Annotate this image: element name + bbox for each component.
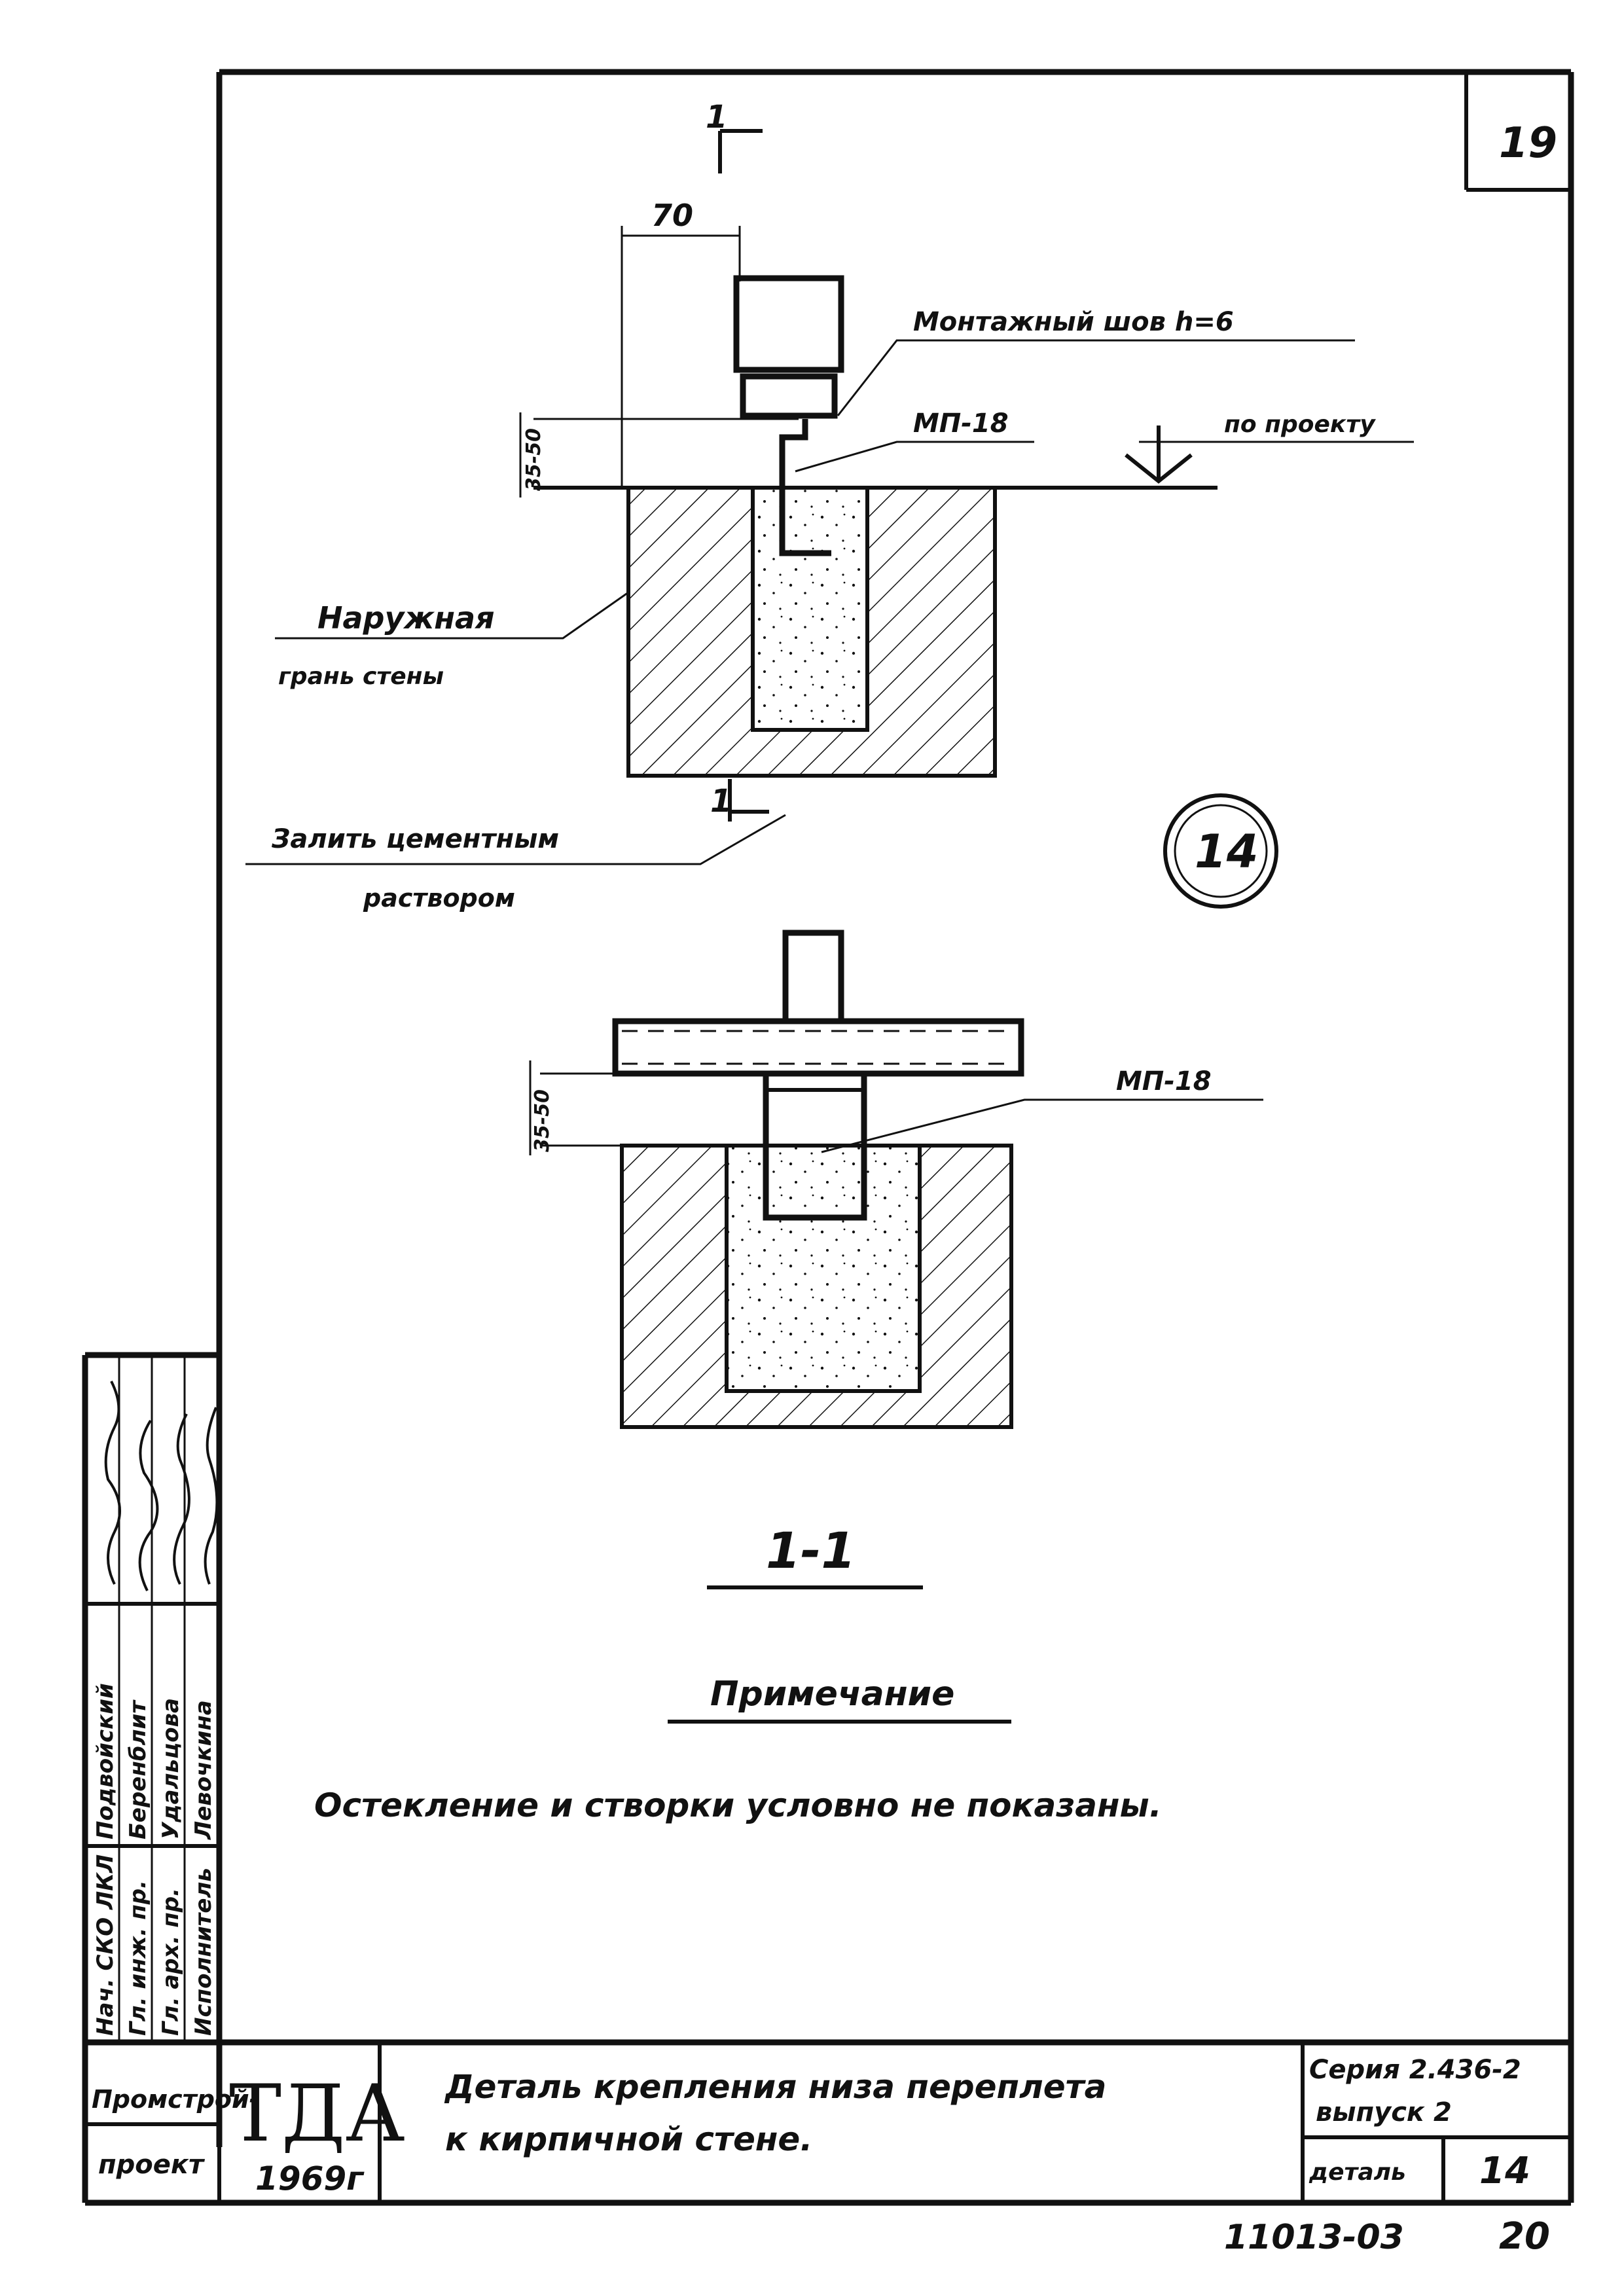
detail-value: 14: [1479, 2150, 1530, 2192]
issue: выпуск 2: [1316, 2097, 1452, 2127]
fill-line2: раствором: [363, 884, 515, 913]
dim-height-upper: 35-50: [522, 428, 545, 491]
dim-height-section: 35-50: [531, 1089, 554, 1152]
title-line2: к кирпичной стене.: [445, 2120, 812, 2158]
anchor-leader-upper: [795, 441, 1034, 473]
handwritten-signatures: [104, 1381, 219, 1591]
note-text: Остекление и створки условно не показаны…: [314, 1786, 1162, 1824]
section-title: 1-1: [766, 1521, 856, 1580]
frame-base-upper: [740, 373, 838, 419]
detail-label: деталь: [1308, 2159, 1406, 2186]
outer-face-line1: Наружная: [317, 600, 495, 636]
sheet-number: 19: [1499, 119, 1557, 168]
signature-name-3: Левочкина: [190, 1700, 217, 1840]
outer-face-leader: [275, 591, 629, 640]
outer-face-line2: грань стены: [278, 663, 444, 690]
section-mark-top: 1: [706, 99, 727, 136]
detail-number: 14: [1195, 825, 1258, 878]
sill-member: [612, 1018, 1024, 1077]
org-line1: Промстрой-: [92, 2085, 259, 2114]
upper-detail: [245, 129, 1414, 865]
fill-leader: [245, 814, 786, 865]
title-line1: Деталь крепления низа переплета: [444, 2068, 1106, 2106]
series: Серия 2.436-2: [1309, 2055, 1521, 2085]
signature-name-2: Удальцова: [158, 1698, 184, 1839]
grout-pocket-section: [725, 1144, 922, 1393]
year: 1969г: [255, 2160, 365, 2198]
anchor-plate-section: [763, 1070, 867, 1221]
signature-name-0: Подвойский: [92, 1683, 118, 1839]
mullion: [782, 930, 844, 1024]
signature-role-2: Гл. арх. пр.: [158, 1888, 184, 2036]
org-line2: проект: [98, 2150, 206, 2180]
sheet-frame: [85, 69, 1574, 2206]
signature-role-0: Нач. СКО ЛКЛ: [92, 1855, 118, 2036]
section-mark-bottom: 1: [710, 783, 732, 820]
by-project-label: по проекту: [1224, 411, 1376, 438]
signature-role-3: Исполнитель: [190, 1868, 217, 2036]
signature-name-1: Беренблит: [125, 1699, 151, 1839]
weld-leader: [837, 339, 1355, 416]
logo: ТДА: [229, 2069, 405, 2160]
detail-number-circle: [1163, 793, 1278, 909]
archive-number: 11013-03: [1224, 2218, 1404, 2257]
anchor-leader-section: [821, 1098, 1263, 1153]
anchor-plate-upper: [779, 419, 831, 556]
weld-label: Монтажный шов h=6: [913, 307, 1234, 337]
signature-rows: Нач. СКО ЛКЛ Подвойский Гл. инж. пр. Бер…: [92, 1683, 217, 2036]
fill-line1: Залить цементным: [271, 824, 559, 854]
page-number: 20: [1499, 2215, 1550, 2258]
title-block: [85, 2039, 1571, 2203]
frame-profile-upper: [733, 275, 844, 373]
note-heading: Примечание: [710, 1674, 954, 1714]
grout-pocket-upper: [751, 486, 869, 732]
section-1-1: [529, 930, 1263, 1589]
signature-role-1: Гл. инж. пр.: [125, 1880, 151, 2036]
anchor-label-section: МП-18: [1116, 1066, 1212, 1096]
anchor-label-upper: МП-18: [913, 408, 1009, 439]
dim-70-label: 70: [651, 198, 693, 233]
